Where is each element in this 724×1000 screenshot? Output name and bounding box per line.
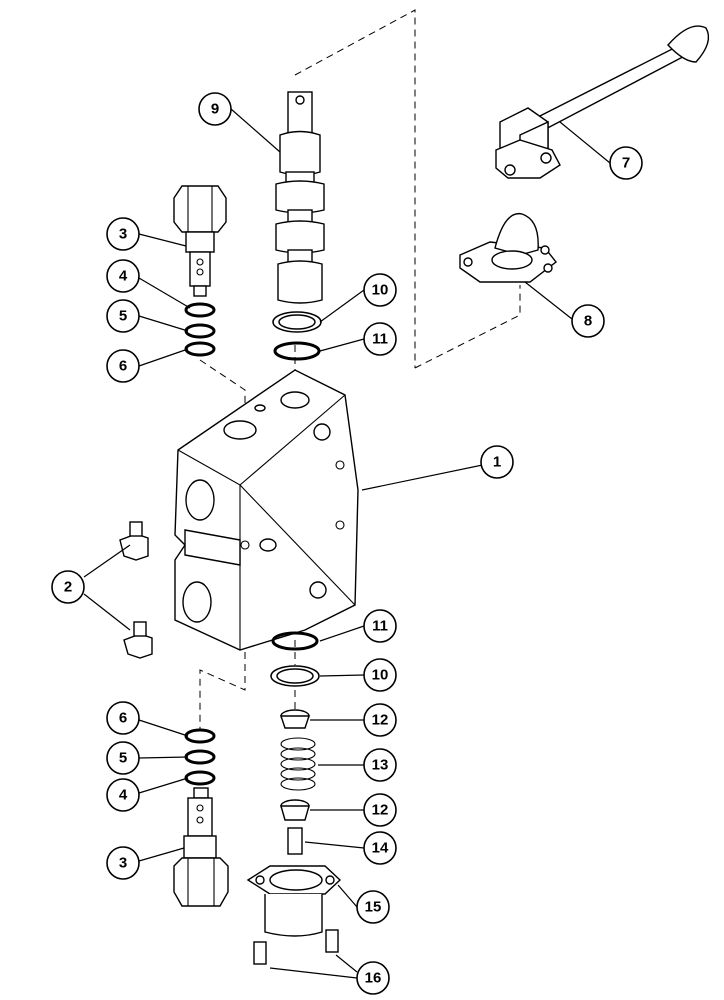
svg-text:12: 12 bbox=[372, 712, 389, 729]
callout-12-lower[interactable]: 12 bbox=[363, 793, 397, 827]
seals-lower-right bbox=[270, 631, 320, 687]
bracket-part-8 bbox=[459, 212, 557, 283]
svg-text:5: 5 bbox=[119, 750, 127, 767]
svg-text:4: 4 bbox=[119, 787, 128, 804]
stop-part-14 bbox=[287, 827, 303, 855]
callout-15[interactable]: 15 bbox=[356, 890, 390, 924]
callout-10-lower[interactable]: 10 bbox=[363, 658, 397, 692]
svg-text:12: 12 bbox=[372, 802, 389, 819]
callout-9[interactable]: 9 bbox=[198, 92, 232, 126]
valve-body-part-1 bbox=[174, 369, 359, 651]
leader-lines bbox=[83, 108, 611, 979]
svg-text:6: 6 bbox=[119, 710, 127, 727]
svg-text:4: 4 bbox=[119, 268, 128, 285]
callout-2[interactable]: 2 bbox=[51, 570, 85, 604]
callout-6-upper[interactable]: 6 bbox=[106, 349, 140, 383]
svg-text:15: 15 bbox=[365, 899, 382, 916]
svg-text:5: 5 bbox=[119, 308, 127, 325]
callout-3-lower[interactable]: 3 bbox=[106, 846, 140, 880]
svg-text:13: 13 bbox=[372, 757, 389, 774]
callout-4-lower[interactable]: 4 bbox=[106, 778, 140, 812]
screws-part-16 bbox=[253, 929, 339, 965]
svg-text:2: 2 bbox=[64, 579, 72, 596]
svg-text:8: 8 bbox=[584, 313, 592, 330]
svg-text:1: 1 bbox=[493, 454, 501, 471]
callout-11-lower[interactable]: 11 bbox=[363, 609, 397, 643]
spring-seat-part-12-upper bbox=[280, 709, 310, 729]
svg-text:10: 10 bbox=[372, 667, 389, 684]
svg-text:11: 11 bbox=[372, 618, 388, 635]
spring-part-13 bbox=[280, 737, 316, 791]
callout-4-upper[interactable]: 4 bbox=[106, 259, 140, 293]
callout-8[interactable]: 8 bbox=[571, 304, 605, 338]
o-rings-lower bbox=[184, 728, 216, 786]
callout-11-upper[interactable]: 11 bbox=[363, 322, 397, 356]
callout-12-upper[interactable]: 12 bbox=[363, 703, 397, 737]
callouts: 1 2 3 3 4 4 5 5 bbox=[51, 92, 643, 995]
callout-10-upper[interactable]: 10 bbox=[363, 273, 397, 307]
svg-text:9: 9 bbox=[211, 101, 219, 118]
seals-upper-right bbox=[272, 311, 322, 361]
callout-13[interactable]: 13 bbox=[363, 748, 397, 782]
relief-valve-part-3-upper bbox=[173, 185, 227, 297]
o-rings-upper bbox=[184, 302, 216, 357]
callout-1[interactable]: 1 bbox=[480, 445, 514, 479]
svg-text:6: 6 bbox=[119, 358, 127, 375]
callout-6-lower[interactable]: 6 bbox=[106, 701, 140, 735]
relief-valve-part-3-lower bbox=[173, 787, 229, 907]
svg-text:3: 3 bbox=[119, 226, 127, 243]
svg-text:3: 3 bbox=[119, 855, 127, 872]
callout-5-lower[interactable]: 5 bbox=[106, 741, 140, 775]
cover-part-15 bbox=[246, 865, 342, 937]
callout-14[interactable]: 14 bbox=[363, 831, 397, 865]
callout-3-upper[interactable]: 3 bbox=[106, 217, 140, 251]
callout-7[interactable]: 7 bbox=[609, 146, 643, 180]
callout-16[interactable]: 16 bbox=[356, 961, 390, 995]
svg-text:14: 14 bbox=[372, 840, 389, 857]
svg-text:16: 16 bbox=[365, 970, 382, 987]
lever-handle-part-7 bbox=[495, 25, 710, 179]
callout-5-upper[interactable]: 5 bbox=[106, 299, 140, 333]
svg-text:7: 7 bbox=[622, 155, 630, 172]
spool-part-9 bbox=[275, 91, 325, 304]
plugs-part-2 bbox=[119, 521, 153, 659]
svg-text:11: 11 bbox=[372, 331, 388, 348]
spring-seat-part-12-lower bbox=[280, 799, 310, 821]
svg-text:10: 10 bbox=[372, 282, 389, 299]
